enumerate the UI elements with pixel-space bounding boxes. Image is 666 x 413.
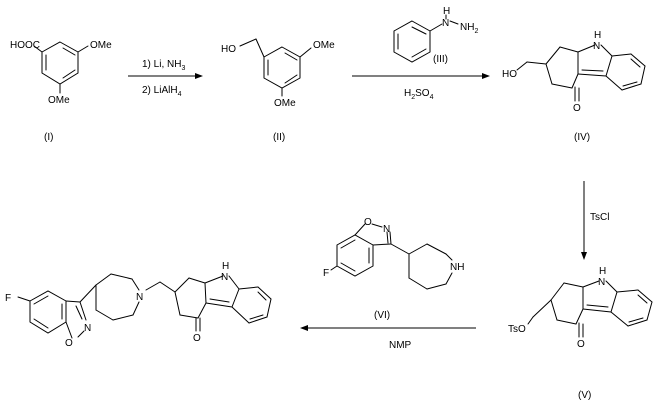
compound-ii: HO OMe OMe (II) xyxy=(221,38,335,143)
compound-ii-ho: HO xyxy=(221,44,236,55)
compound-vi: O N NH F (VI) xyxy=(323,217,464,321)
arrow-2 xyxy=(352,73,490,79)
compound-v-h: H xyxy=(599,266,606,277)
arrow-1-condition-1: 1) Li, NH3 xyxy=(142,59,185,72)
product: F N O N H N O xyxy=(5,261,272,349)
compound-iii-label: (III) xyxy=(433,54,448,65)
compound-vi-nh: NH xyxy=(450,262,464,273)
product-n-isoxazole: N xyxy=(84,323,91,334)
product-f: F xyxy=(5,293,11,304)
compound-iii-h: H xyxy=(443,6,450,17)
compound-iv-label: (IV) xyxy=(574,132,590,143)
compound-vi-label: (VI) xyxy=(374,310,390,321)
product-n-piperidine: N xyxy=(136,292,143,303)
arrow-4-condition: NMP xyxy=(389,340,412,351)
compound-v-n: N xyxy=(598,277,605,288)
compound-iv-o: O xyxy=(573,103,581,114)
compound-i-label: (I) xyxy=(44,132,53,143)
arrow-3 xyxy=(581,181,587,260)
compound-iv-bonds xyxy=(516,44,646,102)
arrow-3-condition: TsCl xyxy=(590,212,609,223)
compound-ii-label: (II) xyxy=(273,132,285,143)
compound-iii: H N NH2 (III) xyxy=(393,6,478,65)
compound-v-bonds xyxy=(527,280,653,338)
compound-vi-n: N xyxy=(383,224,390,235)
compound-i-hooc: HOOC xyxy=(10,40,40,51)
compound-v: H N O TsO (V) xyxy=(508,266,653,401)
compound-iii-nh2: NH2 xyxy=(460,22,478,35)
arrow-2-condition: H2SO4 xyxy=(404,88,434,101)
compound-ii-ome-bottom: OMe xyxy=(274,98,296,109)
product-n-indole: N xyxy=(221,272,228,283)
product-bonds xyxy=(17,273,272,339)
compound-iii-bonds xyxy=(393,14,459,63)
product-ketone-o: O xyxy=(193,333,201,344)
compound-i: HOOC OMe OMe (I) xyxy=(10,40,112,143)
compound-i-bonds xyxy=(33,41,89,94)
product-h-indole: H xyxy=(222,261,229,272)
compound-v-o: O xyxy=(577,339,585,350)
product-o-isoxazole: O xyxy=(65,338,73,349)
arrow-4 xyxy=(300,325,476,331)
compound-iii-n: N xyxy=(442,18,449,29)
compound-iv: H N O HO (IV) xyxy=(502,30,646,143)
compound-vi-o: O xyxy=(364,217,372,228)
compound-v-tso: TsO xyxy=(508,324,526,335)
compound-iv-n: N xyxy=(593,41,600,52)
compound-vi-bonds xyxy=(330,223,453,290)
compound-vi-f: F xyxy=(323,268,329,279)
compound-iv-h: H xyxy=(594,30,601,41)
arrow-1 xyxy=(128,73,203,79)
compound-i-ome-top: OMe xyxy=(90,40,112,51)
compound-i-ome-bottom: OMe xyxy=(48,95,70,106)
compound-iv-ho: HO xyxy=(502,69,517,80)
compound-ii-bonds xyxy=(239,38,312,97)
arrow-1-condition-2: 2) LiAlH4 xyxy=(142,85,182,98)
compound-ii-ome-top: OMe xyxy=(313,40,335,51)
compound-v-label: (V) xyxy=(578,390,591,401)
